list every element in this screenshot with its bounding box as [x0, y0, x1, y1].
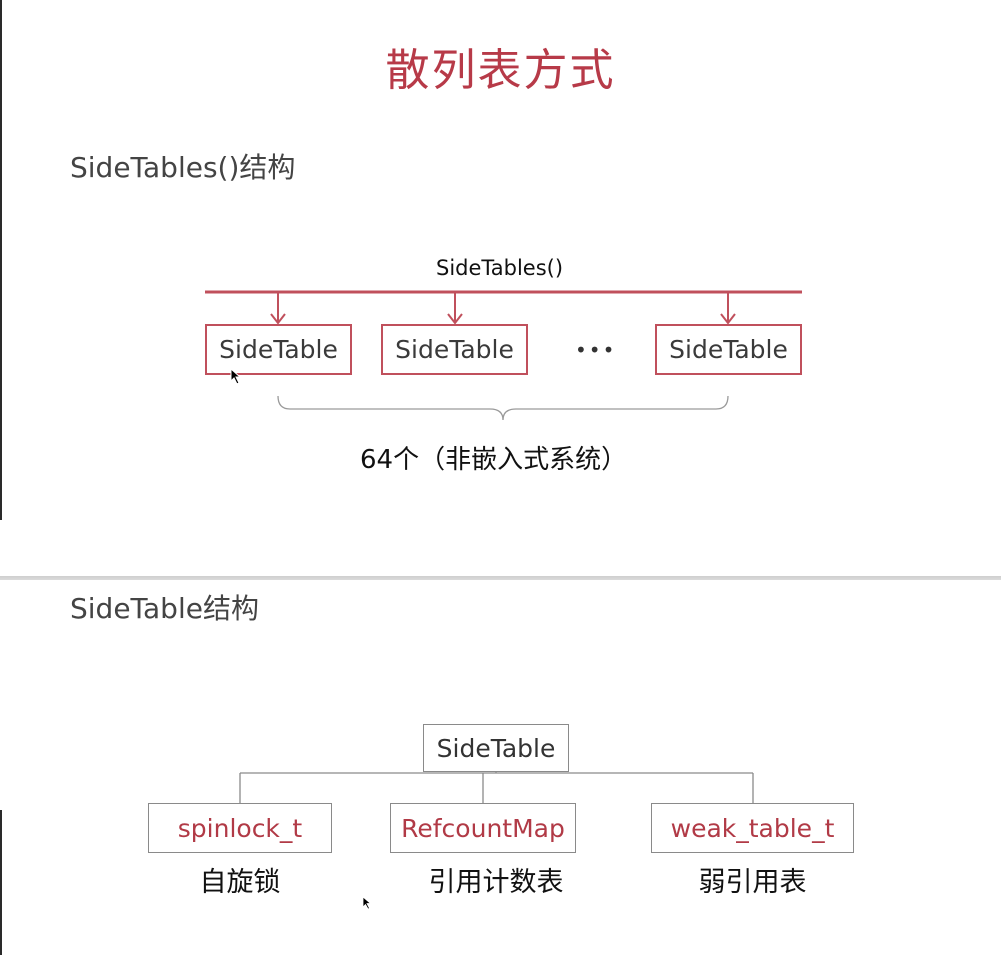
- slide-title: 散列表方式: [385, 45, 616, 96]
- sidetables-root-label: SideTables(): [436, 256, 564, 280]
- bottom-slide: SideTable结构 SideTable spinlock_t Refcoun…: [0, 580, 1001, 955]
- weak-table-caption: 弱引用表: [698, 867, 807, 898]
- sidetable-tree-lines: [239, 771, 754, 803]
- spinlock-box: spinlock_t: [148, 803, 332, 853]
- brace-icon: [277, 395, 729, 421]
- sidetable-box-1: SideTable: [205, 324, 352, 375]
- sidetables-connector-lines: [205, 290, 802, 421]
- sidetable-box-2: SideTable: [381, 324, 528, 375]
- weak-table-box: weak_table_t: [651, 803, 854, 853]
- down-arrow-icon: [270, 292, 736, 325]
- spinlock-caption: 自旋锁: [199, 867, 281, 898]
- sidetable-box-n: SideTable: [655, 324, 802, 375]
- refcountmap-caption: 引用计数表: [428, 867, 564, 898]
- top-slide: 散列表方式 SideTables()结构 SideTables() SideTa…: [0, 0, 802, 520]
- sidetable-heading: SideTable结构: [70, 592, 259, 625]
- sidetable-root-box: SideTable: [423, 724, 569, 772]
- mouse-cursor-icon: [362, 896, 372, 910]
- sidetables-heading: SideTables()结构: [70, 151, 296, 184]
- count-label: 64个（非嵌入式系统）: [360, 445, 628, 475]
- ellipsis: •••: [575, 338, 617, 362]
- refcountmap-box: RefcountMap: [390, 803, 576, 853]
- mouse-cursor-icon: [230, 368, 242, 385]
